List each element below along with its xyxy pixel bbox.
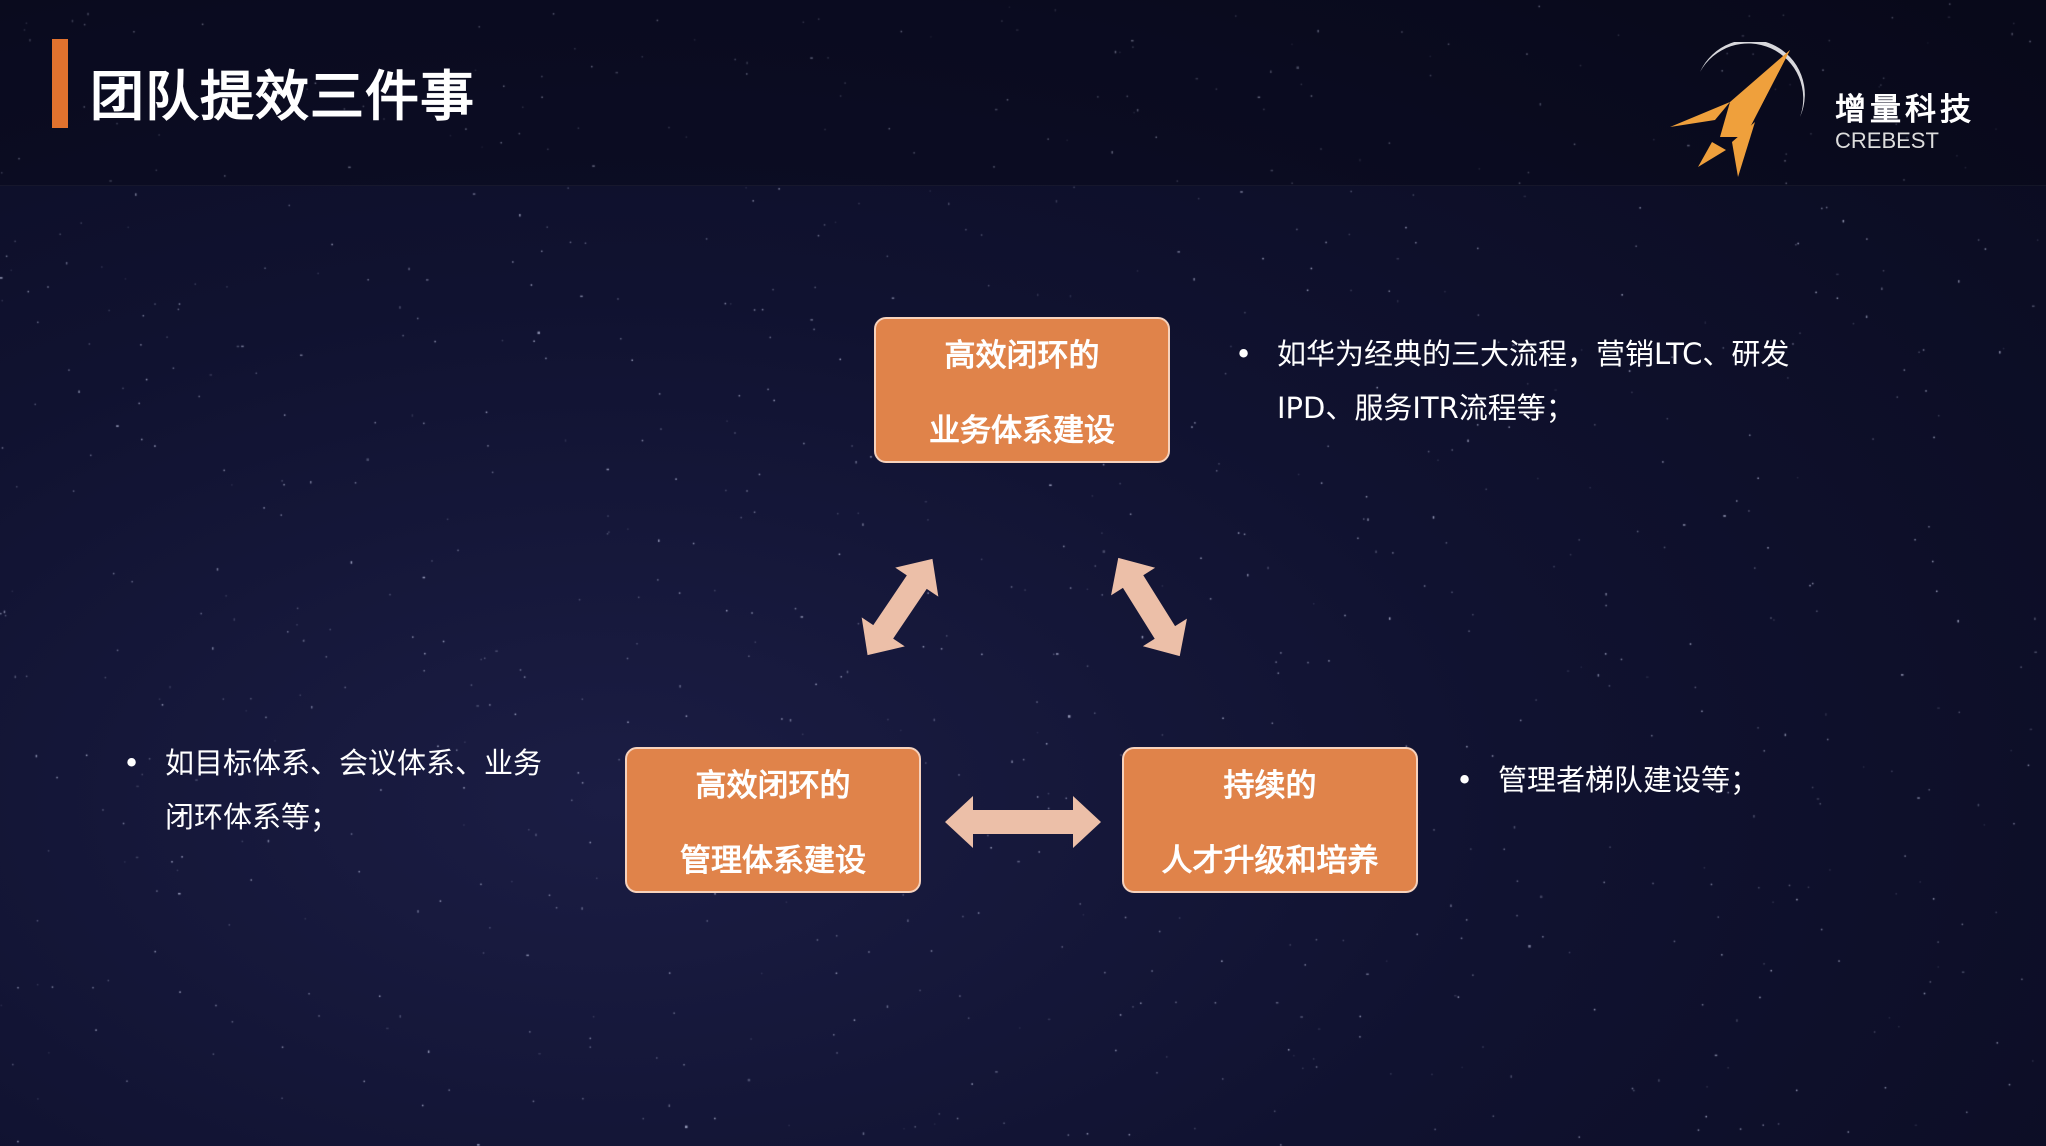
bullet-dot: • [123, 746, 141, 780]
bullet-business-examples: • 如华为经典的三大流程，营销LTC、研发 IPD、服务ITR流程等； [1235, 327, 1790, 435]
bullet-line: 闭环体系等； [165, 800, 340, 834]
bullet-management-examples: • 如目标体系、会议体系、业务 闭环体系等； [123, 736, 543, 844]
box-line: 业务体系建设 [929, 413, 1115, 449]
box-line: 持续的 [1223, 768, 1317, 804]
double-arrow-horizontal [945, 796, 1101, 848]
page-title: 团队提效三件事 [90, 65, 475, 128]
box-line: 人才升级和培养 [1161, 843, 1379, 879]
bullet-line: IPD、服务ITR流程等； [1277, 391, 1575, 425]
bullet-dot: • [1235, 337, 1253, 371]
title-accent-bar [52, 39, 68, 128]
box-business-system: 高效闭环的 业务体系建设 [874, 317, 1170, 463]
rocket-logo-icon [1670, 42, 1805, 177]
bullet-line: 如目标体系、会议体系、业务 [165, 746, 543, 780]
box-management-system: 高效闭环的 管理体系建设 [625, 747, 921, 893]
box-line: 管理体系建设 [680, 843, 866, 879]
double-arrow-left-diagonal [861, 558, 939, 656]
logo-name-cn: 增量科技 [1835, 92, 1975, 128]
box-line: 高效闭环的 [944, 338, 1100, 374]
box-line: 高效闭环的 [695, 768, 851, 804]
double-arrow-right-diagonal [1111, 557, 1187, 657]
box-talent-development: 持续的 人才升级和培养 [1122, 747, 1418, 893]
bullet-dot: • [1456, 763, 1474, 797]
bullet-talent-examples: • 管理者梯队建设等； [1456, 753, 1760, 807]
bullet-line: 如华为经典的三大流程，营销LTC、研发 [1277, 337, 1790, 371]
logo-name-en: CREBEST [1835, 128, 1939, 153]
bullet-line: 管理者梯队建设等； [1498, 763, 1760, 797]
